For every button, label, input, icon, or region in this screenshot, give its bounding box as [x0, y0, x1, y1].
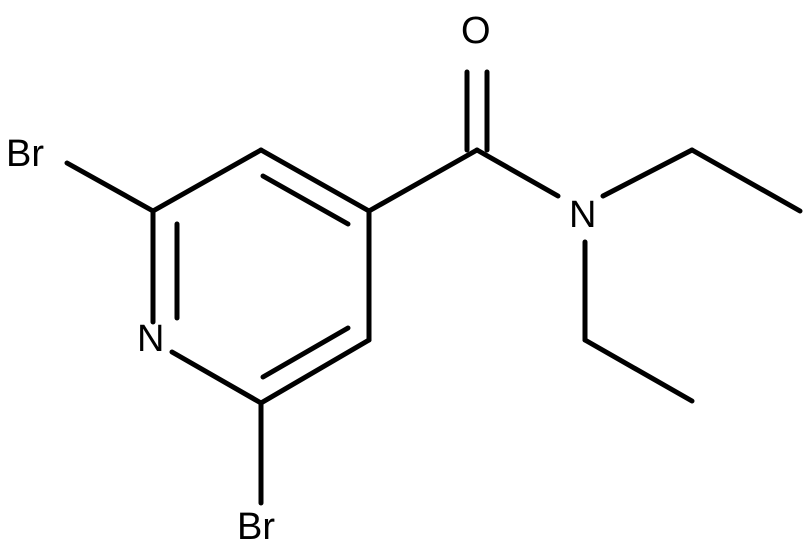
bond-c6-n1	[169, 349, 264, 406]
atom-n-amide: N	[569, 194, 596, 236]
atom-br-top: Br	[6, 133, 44, 175]
atom-br-bottom: Br	[237, 506, 275, 548]
bond-c5-c6-inner	[260, 325, 351, 380]
bond-c2-c3	[150, 147, 264, 214]
bond-c5-c6	[258, 337, 372, 406]
atom-o-carbonyl: O	[461, 10, 491, 52]
bond-c3-c4-inner	[260, 173, 351, 227]
bond-c3-c4	[258, 147, 372, 214]
bond-c2-br1	[64, 160, 156, 214]
atom-n-ring: N	[137, 318, 164, 360]
bond-ch2a-ch3a	[689, 147, 803, 214]
bond-ch2b-ch3b	[582, 337, 695, 404]
bond-n2-ch2a	[600, 147, 695, 199]
bond-carbonyl-n2	[474, 147, 561, 199]
bond-c4-carbonyl	[366, 147, 480, 214]
